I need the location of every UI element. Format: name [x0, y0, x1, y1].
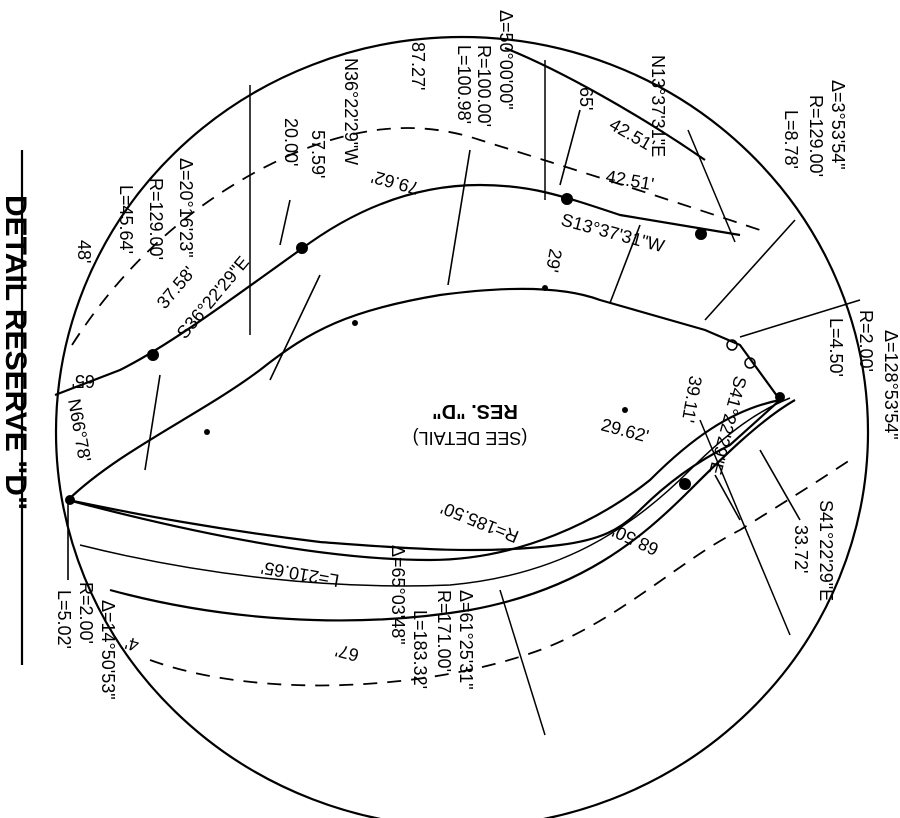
- curve-bottom-r: R=185.50': [438, 498, 522, 547]
- dist-48: 48': [74, 240, 94, 263]
- point-13: [622, 407, 628, 413]
- leader-8: [759, 449, 801, 521]
- leader-6: [144, 374, 161, 471]
- detail-title: DETAIL RESERVE "D": [0, 195, 32, 510]
- curve-tr-delta: Δ=3°53'54": [828, 80, 848, 170]
- curve-top-delta: Δ=50°00'00": [496, 10, 516, 110]
- dist-65: 65': [72, 371, 95, 391]
- curve-left-delta: Δ=20°16'23": [176, 158, 196, 258]
- point-1: [296, 242, 308, 254]
- dist-42-51b: 42.51': [604, 166, 655, 194]
- row-line-top: [504, 46, 706, 161]
- bearing-n13: N13°37'31"E: [648, 55, 668, 157]
- curve-mid-radius: R=171.00': [434, 590, 454, 672]
- point-4: [695, 228, 707, 240]
- point-12: [204, 429, 210, 435]
- point-8: [726, 339, 738, 351]
- dist-79-62: 79.62': [369, 167, 421, 199]
- curve-mid-length: L=183.32': [410, 610, 430, 689]
- point-9: [744, 357, 756, 369]
- dist-4: 4': [123, 633, 141, 656]
- dist-68-50: 68.50': [609, 521, 661, 560]
- point-2: [147, 349, 159, 361]
- point-11: [352, 320, 358, 326]
- dist-33-72: 33.72': [791, 525, 811, 573]
- curve-left-length: L=45.64': [116, 185, 136, 254]
- curve-r-delta: Δ=128°53'54": [881, 330, 900, 440]
- road-line-b: [79, 397, 791, 587]
- curve-left-radius: R=129.00': [146, 178, 166, 260]
- dist-65-top: .65': [576, 82, 596, 110]
- dist-29: 29': [542, 247, 566, 274]
- dashed-line-bottom: [149, 459, 851, 687]
- dist-29-62: 29.62': [599, 415, 651, 447]
- curve-bottom-l: L=210.65': [259, 557, 340, 590]
- dist-57-59: 57.59': [308, 130, 328, 178]
- detail-circle: [55, 36, 869, 818]
- curve-top-length: L=100.98': [454, 45, 474, 124]
- lot-line-bottom: [499, 589, 546, 736]
- see-detail-label: (SEE DETAIL): [413, 428, 528, 448]
- bearing-s13: S13°37'31"W: [559, 210, 667, 257]
- road-line-c: [109, 399, 796, 622]
- leader-3: [704, 219, 796, 321]
- bearing-s41: S41°22'29"E: [816, 500, 836, 601]
- curve-bl-radius: R=2.00': [76, 582, 96, 644]
- point-10: [542, 285, 548, 291]
- curve-bottom-delta2: Δ=65°03'48": [388, 545, 408, 645]
- curve-tr-radius: R=129.00': [806, 95, 826, 177]
- point-7: [65, 495, 75, 505]
- lot-line-right: [699, 419, 791, 636]
- point-6: [775, 392, 785, 402]
- bearing-n66: N66°78': [64, 397, 95, 463]
- leader-11: [279, 199, 291, 246]
- curve-r-length: L=4.50': [826, 318, 846, 377]
- bearing-n36: N36°22'29"W: [341, 58, 361, 165]
- dist-87-27: 87.27': [408, 42, 428, 90]
- leader-1: [447, 149, 471, 286]
- road-line-a: [67, 398, 781, 562]
- row-line-upper: [54, 183, 741, 397]
- leader-2: [609, 224, 641, 304]
- point-3: [561, 193, 573, 205]
- leader-10: [559, 109, 581, 186]
- curve-r-radius: R=2.00': [856, 310, 876, 372]
- dashed-line-top: [71, 127, 761, 346]
- reserve-label: RES. "D": [432, 400, 518, 422]
- dist-20-00: 20.00': [281, 118, 301, 166]
- curve-tr-length: L=8.78': [781, 110, 801, 169]
- lot-line-3: [687, 129, 736, 243]
- bearing-s41-inner: S41°22'29"E: [705, 374, 750, 477]
- dist-67: 67': [333, 640, 361, 665]
- curve-top-radius: R=100.00': [474, 45, 494, 127]
- leader-9: [714, 474, 741, 521]
- leader-5: [269, 274, 321, 381]
- curve-bl-length: L=5.02': [54, 590, 74, 649]
- curve-mid-delta: Δ=61°25'31": [456, 590, 476, 690]
- leader-4: [739, 299, 861, 338]
- reserve-d-outline: [65, 287, 782, 552]
- point-5: [679, 478, 691, 490]
- curve-bl-delta: Δ=14°50'53": [98, 600, 118, 700]
- dist-39-11: 39.11': [678, 374, 706, 424]
